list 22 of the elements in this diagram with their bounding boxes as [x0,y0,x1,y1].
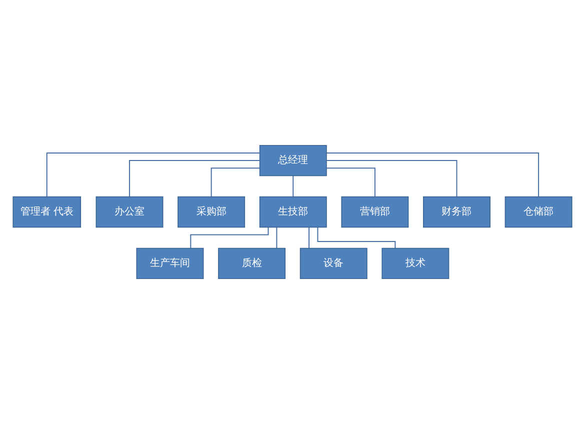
node-box: 仓储部 [504,196,572,228]
node-box: 生产车间 [136,247,204,279]
node-box: 生技部 [259,196,327,228]
node-box: 设备 [300,247,368,279]
node-box: 管理者 代表 [12,196,82,228]
connector [129,160,260,196]
connector [317,226,396,248]
node-box: 技术 [382,247,450,279]
node-box: 营销部 [341,196,409,228]
node-box: 采购部 [178,196,246,228]
node-box: 质检 [218,247,286,279]
connector [46,152,260,196]
connector [292,176,294,196]
node-box: 总经理 [259,144,327,176]
connector [210,167,260,196]
node-box: 办公室 [96,196,164,228]
connector [326,167,376,196]
connector [326,152,540,196]
connector [326,160,458,196]
connector [276,226,278,248]
node-box: 财务部 [423,196,490,228]
connector [308,226,310,248]
